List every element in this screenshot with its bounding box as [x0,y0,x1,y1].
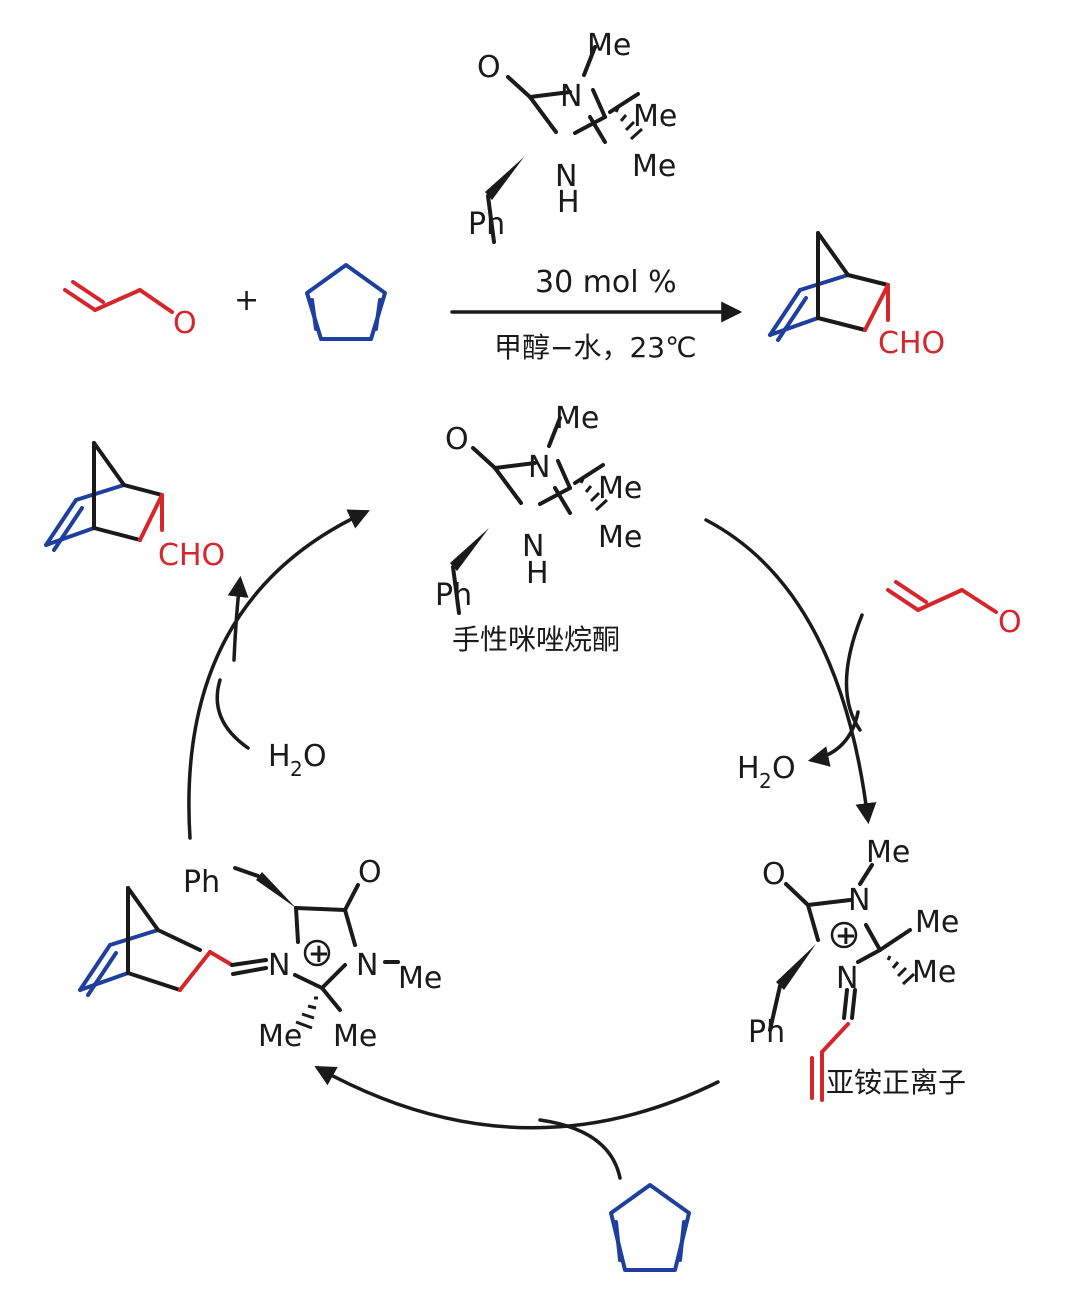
water-released: H 2 O [737,751,796,793]
catalyst-n-methyl: N [560,79,582,114]
water-entry-arrow [215,678,250,750]
adduct-n-plus: N [268,948,290,983]
catalyst-label: 手性咪唑烷酮 [452,623,620,656]
acrolein-oxygen: O [173,306,197,341]
catalyst-phenyl: Ph [468,207,505,242]
iminium-phenyl: Ph [748,1015,785,1050]
cycle-cat-oxygen: O [445,422,469,457]
acrolein-entry-arrow [844,613,864,732]
adduct-n-methyl: N [356,948,378,983]
cycle-cat-me-2: Me [598,520,642,555]
iminium-n-methyl: N [848,883,870,918]
cyclopentadiene-top [305,263,387,341]
iminium-oxygen: O [762,857,786,892]
water-release-arrow [807,710,860,767]
iminium-me-n: Me [866,835,910,870]
svg-text:H: H [268,739,291,774]
cycle-arrow-left [187,509,370,840]
catalyst-methyl-n: Me [587,28,631,63]
svg-text:2: 2 [290,757,303,781]
cycle-cat-n: N [528,450,550,485]
water-consumed: H 2 O [268,739,327,781]
product-aldehyde-top: CHO [878,326,945,361]
adduct-charge: + [308,939,330,969]
catalyst-methyl-2: Me [632,149,676,184]
adduct-me-2: Me [333,1019,377,1054]
svg-text:H: H [737,751,760,786]
product-aldehyde-cycle: CHO [158,538,225,573]
cycle-cat-phenyl: Ph [435,578,472,613]
catalyst-nh-h: H [557,185,580,220]
adduct-phenyl: Ph [183,865,220,900]
acrolein-top: O [63,280,197,341]
catalyst-structure-top: O N Me Me Me N H Ph [468,28,677,244]
conditions-below: 甲醇−水，23℃ [494,331,697,364]
catalyst-methyl-1: Me [633,99,677,134]
cycle-arrow-bottom [314,1065,720,1130]
svg-text:O: O [772,751,796,786]
adduct-oxygen: O [358,855,382,890]
adduct-me-1: Me [258,1019,302,1054]
cyclopentadiene-cycle [609,1183,691,1272]
cycle-cat-nh-h: H [526,556,549,591]
svg-text:O: O [303,739,327,774]
cycle-cat-nh-n: N [522,529,544,564]
catalyst-structure-cycle: O N Me Me Me N H Ph [435,401,642,615]
catalyst-nh-n: N [555,159,577,194]
iminium-me-2: Me [912,955,956,990]
iminium-charge: + [835,921,857,951]
iminium-me-1: Me [915,905,959,940]
diene-entry-arrow [538,1118,622,1180]
plus-sign: + [234,283,259,318]
acrolein-cycle-oxygen: O [998,605,1022,640]
iminium-label: 亚铵正离子 [826,1066,966,1099]
cycle-cat-me-n: Me [555,401,599,436]
norbornene-product-cycle: CHO [44,441,225,573]
product-release-arrow [227,575,249,662]
acrolein-cycle: O [886,580,1022,640]
iminium-n-plus: N [836,961,858,996]
adduct-me-n: Me [398,961,442,996]
svg-text:2: 2 [759,769,772,793]
norbornene-product-top: CHO [768,231,945,361]
conditions-above: 30 mol % [535,265,677,300]
cycle-arrow-right [704,518,877,825]
adduct-iminium-structure: + Ph O N N Me Me Me [78,855,442,1054]
catalyst-oxygen: O [477,50,501,85]
iminium-ion-structure: + O N Me Me Me N Ph [748,835,959,1102]
cycle-cat-me-1: Me [598,471,642,506]
